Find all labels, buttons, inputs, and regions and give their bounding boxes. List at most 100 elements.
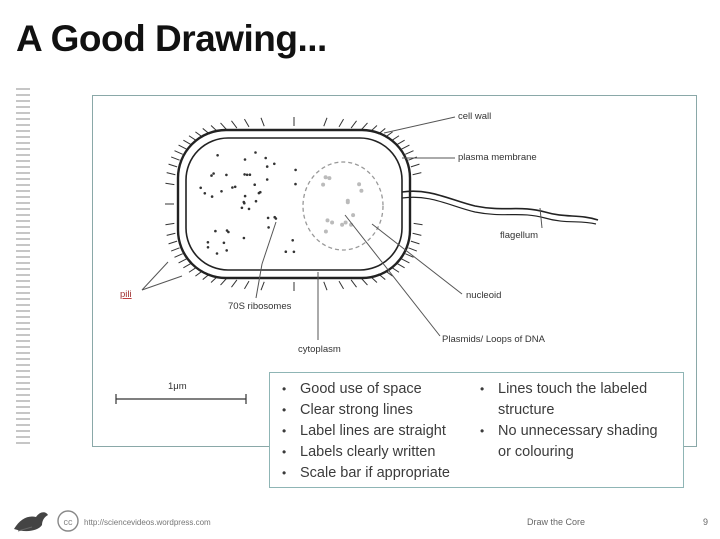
- pilus: [410, 240, 420, 245]
- pilus: [396, 139, 405, 146]
- ribosome-dot: [210, 195, 214, 198]
- pilus: [405, 253, 414, 258]
- pilus: [260, 281, 265, 291]
- nucleoid-label-line: [371, 223, 463, 295]
- pilus: [183, 139, 192, 146]
- ribosome-dot: [245, 173, 249, 177]
- ribosome-dot: [216, 154, 219, 157]
- ribosome-dot: [215, 252, 219, 255]
- plasmid-marks: [321, 175, 364, 234]
- pili-label-line-1: [141, 261, 169, 291]
- pilus: [231, 120, 238, 129]
- pilus: [165, 182, 175, 186]
- ribosome-dot: [242, 236, 246, 240]
- pilus: [338, 118, 344, 128]
- pilus: [178, 144, 187, 150]
- ribosome-dot: [294, 182, 297, 186]
- pilus: [338, 280, 344, 290]
- ribosome-dot: [294, 168, 297, 172]
- rule-item-continuation: or colouring: [498, 444, 574, 460]
- pilus: [361, 122, 368, 130]
- rule-item: •Lines touch the labeled: [480, 381, 648, 397]
- ribosome-dot: [254, 151, 257, 154]
- ribosome-dot: [243, 194, 247, 198]
- plasmid-mark: [327, 176, 332, 181]
- ribosome-dot: [265, 178, 269, 181]
- rule-item: •No unnecessary shading: [480, 423, 658, 439]
- plasmid-mark: [323, 175, 328, 180]
- ribosome-dot: [247, 207, 251, 211]
- ribosome-dot: [225, 173, 228, 177]
- ribosome-dot: [254, 199, 258, 203]
- pilus: [220, 278, 227, 286]
- ribosome-dot: [259, 190, 262, 194]
- ribosome-dot: [210, 174, 213, 177]
- footer-center-text: Draw the Core: [527, 517, 586, 527]
- pilus: [350, 120, 357, 129]
- ribosome-dot: [265, 165, 269, 168]
- pilus: [244, 118, 250, 128]
- rule-item: •Scale bar if appropriate: [282, 465, 450, 481]
- ribosome-dots: [199, 151, 297, 255]
- pilus: [183, 262, 192, 269]
- plasmid-mark: [351, 213, 356, 218]
- rule-item: •Labels clearly written: [282, 444, 436, 460]
- ribosomes-label-line-2: [261, 221, 277, 265]
- pilus: [166, 172, 176, 176]
- ribosome-dot: [243, 173, 246, 176]
- label-scale: 1μm: [168, 381, 187, 392]
- pilus: [231, 279, 238, 288]
- plasmid-mark: [343, 220, 348, 225]
- pilus: [413, 222, 423, 226]
- label-nucleoid: nucleoid: [466, 290, 502, 301]
- ribosome-dot: [284, 250, 288, 253]
- plasmid-mark: [330, 220, 335, 225]
- ribosome-dot: [248, 173, 252, 176]
- decorative-side-strip: [16, 88, 30, 448]
- cell-wall-outline: [176, 128, 412, 280]
- rules-left-column: •Good use of space •Clear strong lines •…: [280, 379, 450, 484]
- pilus: [408, 247, 418, 252]
- label-pili: pili: [120, 289, 132, 300]
- ribosome-dot: [242, 200, 246, 204]
- label-plasmids: Plasmids/ Loops of DNA: [442, 334, 545, 345]
- ribosome-dot: [243, 158, 247, 161]
- creative-commons-icon: [57, 510, 79, 532]
- rule-item-continuation: structure: [498, 402, 555, 418]
- pilus: [361, 278, 368, 286]
- pilus: [412, 232, 422, 236]
- plasma-membrane-outline: [185, 137, 403, 271]
- pilus: [166, 232, 176, 236]
- ribosome-dot: [266, 216, 270, 220]
- rules-right-column: •Lines touch the labeled structure •No u…: [478, 379, 658, 463]
- pilus: [168, 163, 178, 168]
- plasmid-mark: [321, 182, 326, 187]
- pilus: [174, 150, 183, 155]
- ribosome-dot: [203, 192, 207, 195]
- ribosome-dot: [231, 186, 234, 189]
- ribosome-dot: [222, 241, 226, 245]
- footer-url[interactable]: http://sciencevideos.wordpress.com: [84, 518, 211, 527]
- nucleoid-region: [302, 161, 384, 251]
- pilus: [174, 253, 183, 258]
- pilus: [220, 122, 227, 130]
- pilus: [168, 240, 178, 245]
- ribosome-dot: [292, 250, 296, 254]
- ribosome-dot: [267, 226, 270, 229]
- pilus: [410, 163, 420, 168]
- ribosome-dot: [273, 162, 276, 166]
- scale-bar: [115, 394, 247, 404]
- pilus: [405, 150, 414, 155]
- ribosome-dot: [212, 172, 215, 175]
- cell-wall-label-line: [383, 116, 456, 134]
- ribosome-dot: [214, 229, 217, 233]
- drawing-rules-box: •Good use of space •Clear strong lines •…: [269, 372, 684, 488]
- plasmid-mark: [325, 218, 330, 223]
- ribosome-dot: [220, 190, 223, 193]
- svg-text:cc: cc: [64, 517, 74, 527]
- plasmid-mark: [359, 188, 364, 193]
- ribosome-dot: [253, 183, 256, 186]
- pilus: [401, 258, 410, 264]
- ribosome-dot: [273, 215, 277, 219]
